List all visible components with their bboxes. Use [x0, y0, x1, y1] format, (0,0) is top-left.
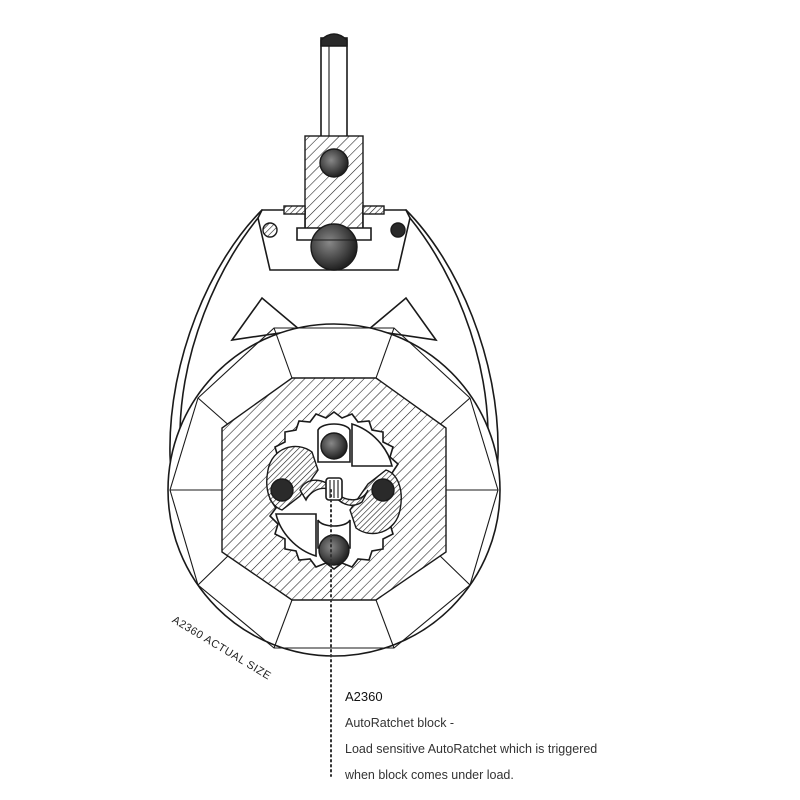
product-name: AutoRatchet block -	[345, 716, 455, 730]
product-caption: A2360 AutoRatchet block - Load sensitive…	[345, 684, 597, 788]
swivel-head	[304, 135, 364, 235]
description-line-1: Load sensitive AutoRatchet which is trig…	[345, 742, 598, 756]
top-shaft	[320, 33, 348, 139]
description-line-2: when block comes under load.	[345, 768, 514, 782]
ratchet-pawls	[266, 422, 402, 566]
top-bracket	[257, 205, 411, 271]
model-number: A2360	[345, 689, 383, 704]
